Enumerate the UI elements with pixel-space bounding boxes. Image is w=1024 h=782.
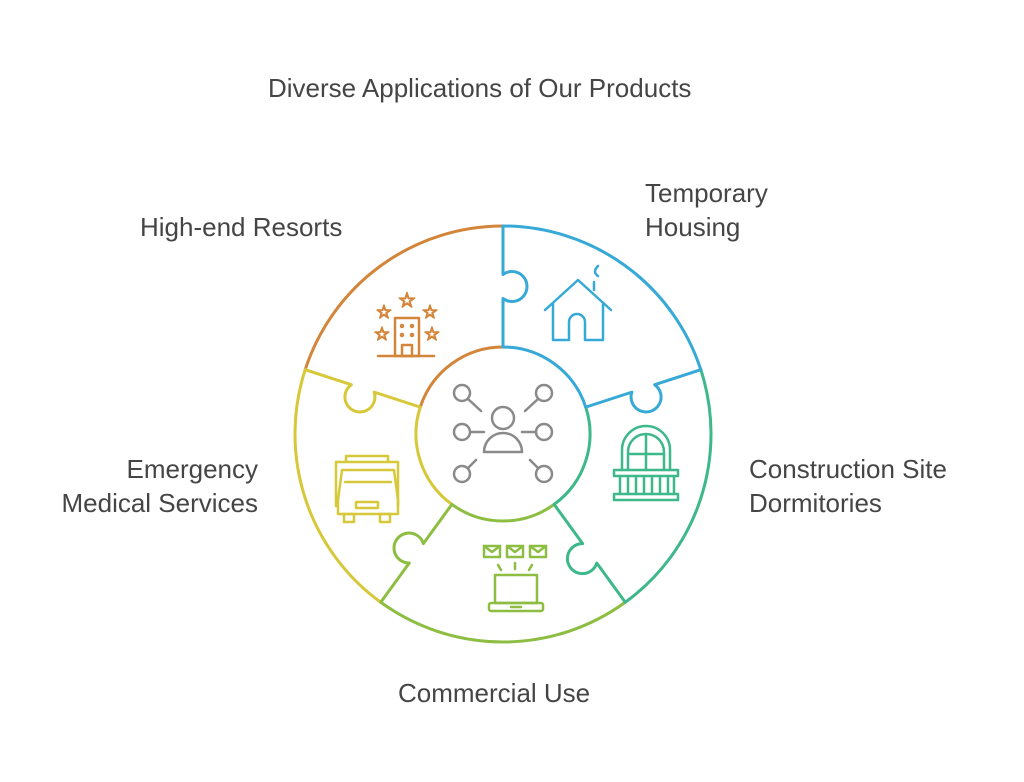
puzzle-divider (501, 224, 529, 349)
label-line: Housing (645, 212, 741, 242)
label-line: Emergency (126, 454, 259, 484)
ambulance-icon (334, 454, 400, 524)
svg-text:☆: ☆ (374, 324, 390, 344)
puzzle-divider (552, 502, 627, 604)
user-network-icon (452, 383, 554, 484)
segment-construction-inner-arc (552, 405, 592, 506)
segment-construction-outer-arc (623, 368, 713, 604)
segment-commercial-outer-arc (379, 600, 627, 644)
puzzle-divider (584, 368, 703, 414)
segment-emergency-outer-arc (293, 368, 383, 604)
label-line: Dormitories (749, 488, 882, 518)
segment-emergency-inner-arc (414, 405, 454, 506)
hotel-stars-icon: ☆ ☆ ☆ ☆ ☆ (373, 289, 441, 358)
label-emergency-medical: Emergency Medical Services (40, 452, 258, 520)
svg-text:☆: ☆ (422, 302, 438, 322)
svg-text:☆: ☆ (398, 290, 416, 312)
segment-commercial-inner-arc (450, 502, 556, 523)
segment-resorts-inner-arc (418, 345, 505, 409)
puzzle-divider (303, 368, 422, 414)
puzzle-divider (379, 502, 454, 604)
svg-text:☆: ☆ (376, 302, 392, 322)
label-commercial-use: Commercial Use (398, 678, 591, 708)
segment-housing-inner-arc (501, 345, 588, 409)
label-line: Temporary (645, 178, 768, 208)
label-temporary-housing: Temporary Housing (645, 176, 768, 244)
label-high-end-resorts: High-end Resorts (140, 212, 343, 242)
house-icon (543, 264, 613, 342)
segment-resorts-outer-arc (303, 224, 505, 372)
label-construction-dormitories: Construction Site Dormitories (749, 452, 947, 520)
balcony-window-icon (612, 424, 680, 502)
diagram-title: Diverse Applications of Our Products (268, 73, 692, 103)
label-line: Construction Site (749, 454, 947, 484)
svg-text:☆: ☆ (424, 324, 440, 344)
segment-housing-outer-arc (501, 224, 703, 372)
label-line: Medical Services (61, 488, 258, 518)
laptop-mail-icon (482, 544, 548, 613)
